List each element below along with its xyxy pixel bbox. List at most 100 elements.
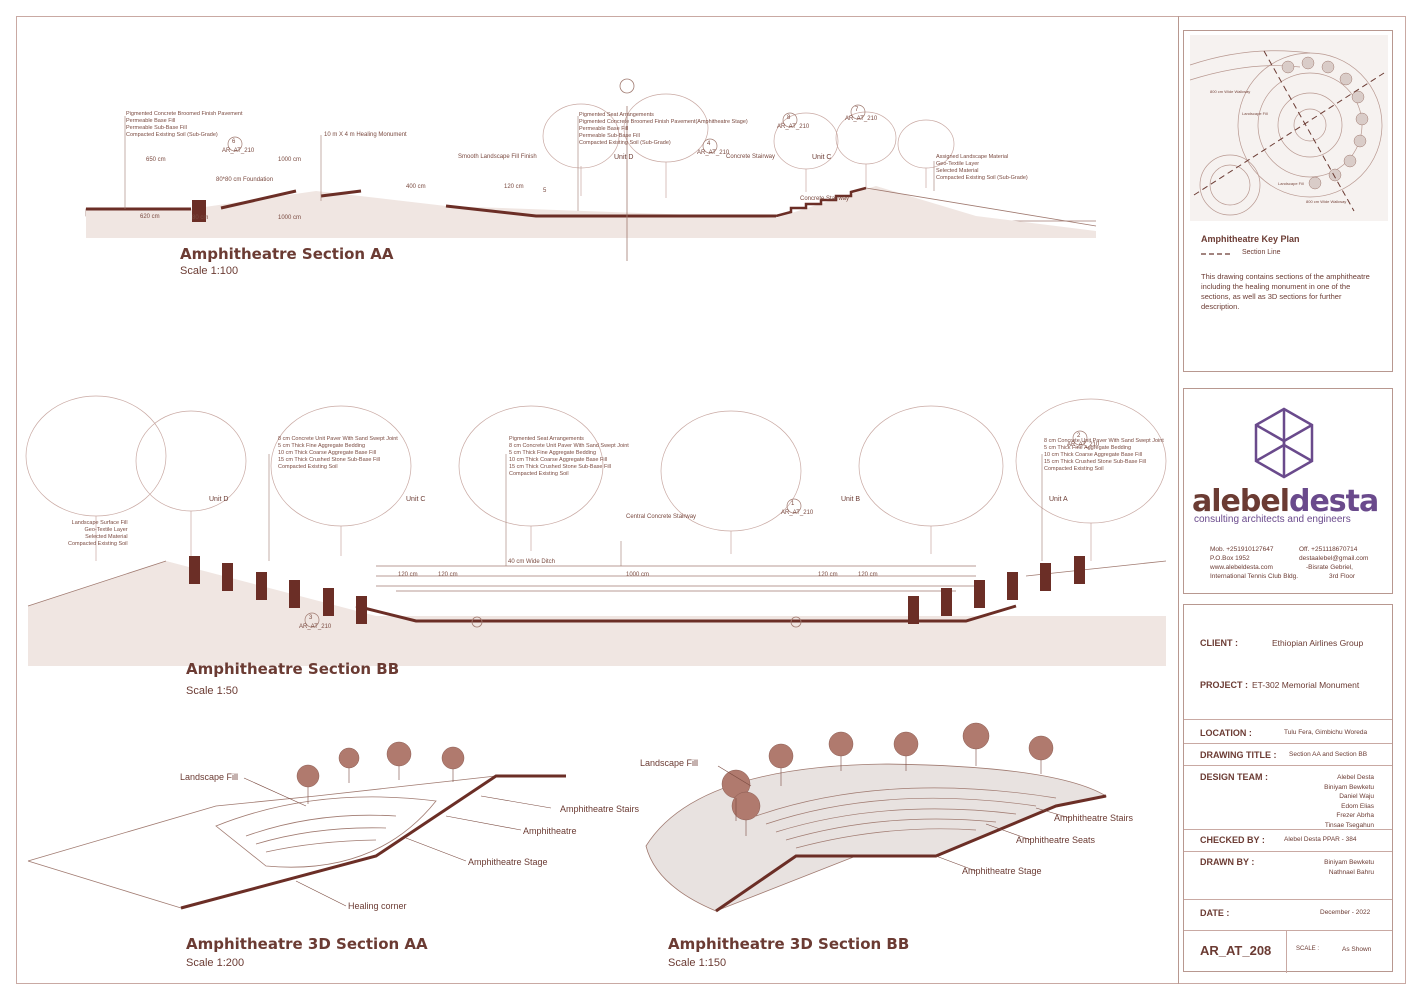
concrete-stairway-top-note: Concrete Stairway <box>726 154 776 160</box>
dim-650: 650 cm <box>146 157 166 163</box>
3d-bb-stairs: Amphitheatre Stairs <box>1054 813 1134 823</box>
dim-400: 400 cm <box>406 184 426 190</box>
drawing-area: Pigmented Concrete Broomed Finish Paveme… <box>16 16 1178 984</box>
section-aa-notes-right: Assigned Landscape Material Geo-Textile … <box>936 154 1028 181</box>
firm-pobox: P.O.Box 1952 <box>1210 555 1250 562</box>
drawn-by-member: Nathnael Bahru <box>1328 868 1374 876</box>
project-label: PROJECT : <box>1200 680 1249 690</box>
firm-name: alebeldesta <box>1192 484 1379 519</box>
dim-1000-bottom: 1000 cm <box>278 215 302 221</box>
drawing-title-value: Section AA and Section BB <box>1289 751 1368 758</box>
section-aa-notes-center: Pigmented Seat Arrangements Pigmented Co… <box>579 112 748 146</box>
project-value: ET-302 Memorial Monument <box>1252 680 1360 690</box>
sheet-frame <box>16 16 1406 984</box>
ref-1-code: AR_AT_210 <box>781 510 814 516</box>
drawn-by-list: Biniyam Bewketu Nathnael Bahru <box>1324 858 1374 877</box>
firm-logo-icon <box>1254 407 1314 479</box>
drawn-by-label: DRAWN BY : <box>1200 857 1255 867</box>
design-team-member: Tinsae Tsegahun <box>1324 821 1374 829</box>
section-bb-notes-landscape: Landscape Surface Fill Geo-Textile Layer… <box>68 520 128 547</box>
title-block-separator <box>1184 899 1392 900</box>
3d-aa-healing-corner: Healing corner <box>348 901 407 911</box>
drawing-title-label: DRAWING TITLE : <box>1200 750 1277 760</box>
title-block-separator <box>1184 851 1392 852</box>
firm-off: Off. +251118670714 <box>1299 546 1358 553</box>
design-team-member: Frezer Abrha <box>1336 812 1374 819</box>
client-label: CLIENT : <box>1200 638 1238 648</box>
section-aa-title: Amphitheatre Section AA <box>180 245 394 263</box>
title-block-separator <box>1184 829 1392 830</box>
ref-2: 2 <box>1077 433 1081 439</box>
section-3d-bb-title: Amphitheatre 3D Section BB <box>668 935 910 953</box>
key-plan-panel: 800 cm Wide Walkway Landscape Fill Lands… <box>1183 30 1393 372</box>
3d-aa-landscape-fill: Landscape Fill <box>180 772 239 782</box>
section-bb-seats <box>189 556 1085 624</box>
key-plan-title: Amphitheatre Key Plan <box>1201 234 1300 244</box>
ref-3: 3 <box>309 615 313 621</box>
design-team-member: Alebel Desta <box>1337 774 1374 781</box>
3d-aa-amphitheatre: Amphitheatre <box>523 826 577 836</box>
firm-tagline: consulting architects and engineers <box>1194 514 1351 525</box>
design-team-member: Edom Elias <box>1341 802 1374 810</box>
checked-by-value: Alebel Desta PPAR - 384 <box>1284 836 1357 843</box>
firm-panel: alebeldesta consulting architects and en… <box>1183 388 1393 594</box>
title-block-separator <box>1184 743 1392 744</box>
section-bb-scale: Scale 1:50 <box>186 685 238 697</box>
central-stairway-note: Central Concrete Stairway <box>626 514 697 520</box>
ref-3-code: AR_AT_210 <box>299 624 332 630</box>
scale-label: SCALE : <box>1296 946 1320 952</box>
key-plan-label-walkway-1: 800 cm Wide Walkway <box>1210 89 1250 94</box>
dim-120: 120 cm <box>504 184 524 190</box>
section-bb-unit-b: Unit B <box>841 496 861 503</box>
ref-6: 6 <box>232 139 236 145</box>
section-bb-trees <box>25 395 1167 561</box>
section-bb-notes-center: Pigmented Seat Arrangements 8 cm Concret… <box>509 436 629 477</box>
section-bb-title: Amphitheatre Section BB <box>186 660 400 678</box>
date-value: December - 2022 <box>1320 909 1371 916</box>
section-bb-notes-right: 8 cm Concrete Unit Paver With Sand Swept… <box>1044 438 1164 472</box>
section-3d-aa-trees <box>296 741 465 788</box>
section-3d-bb-trees <box>721 722 1054 821</box>
firm-floor: 3rd Floor <box>1329 573 1356 580</box>
3d-aa-stage: Amphitheatre Stage <box>468 857 548 867</box>
firm-addr1: -Bisrate Gebriel, <box>1306 564 1353 571</box>
ref-2-code: AR_AT_210 <box>1067 442 1100 448</box>
key-plan-label-walkway-2: 800 cm Wide Walkway <box>1306 199 1346 204</box>
section-aa-drawing <box>85 78 1097 261</box>
design-team-member: Biniyam Bewketu <box>1324 783 1374 791</box>
section-bb-unit-c: Unit C <box>406 496 426 503</box>
bb-dim-120a: 120 cm <box>398 572 418 578</box>
dim-80: 80 cm <box>192 215 209 221</box>
date-label: DATE : <box>1200 908 1230 918</box>
ref-7-code: AR_AT_210 <box>845 116 878 122</box>
healing-monument-note: 10 m X 4 m Healing Monument <box>324 132 407 138</box>
title-block-divider <box>1178 16 1179 984</box>
section-3d-aa-scale: Scale 1:200 <box>186 957 245 969</box>
key-plan-description: This drawing contains sections of the am… <box>1201 272 1370 311</box>
ditch-note: 40 cm Wide Ditch <box>508 559 556 565</box>
ref-5: 5 <box>543 188 547 194</box>
ref-7: 7 <box>855 107 859 113</box>
key-plan-label-fill-2: Landscape Fill <box>1278 181 1304 186</box>
design-team-label: DESIGN TEAM : <box>1200 772 1269 782</box>
key-plan-drawing: 800 cm Wide Walkway Landscape Fill Lands… <box>1189 35 1388 221</box>
sheet-number-divider <box>1286 931 1287 973</box>
landscape-fill-finish-note: Smooth Landscape Fill Finish <box>458 154 537 160</box>
design-team-list: Alebel Desta Biniyam Bewketu Daniel Waju… <box>1324 773 1374 830</box>
section-bb-unit-a: Unit A <box>1049 496 1068 503</box>
title-block-separator <box>1184 765 1392 766</box>
ref-8: 8 <box>787 115 791 121</box>
drawn-by-member: Biniyam Bewketu <box>1324 859 1374 866</box>
section-aa-notes-left: Pigmented Concrete Broomed Finish Paveme… <box>126 111 243 138</box>
section-aa-unit-c: Unit C <box>812 154 832 161</box>
location-label: LOCATION : <box>1200 728 1252 738</box>
firm-name-part1: alebel <box>1192 484 1290 519</box>
section-line-legend-icon <box>1201 253 1231 255</box>
sheet-number: AR_AT_208 <box>1200 943 1272 958</box>
section-aa-unit-d: Unit D <box>614 154 634 161</box>
key-plan-trees <box>1281 56 1369 190</box>
firm-web: www.alebeldesta.com <box>1210 564 1273 571</box>
concrete-stairway-bottom-note: Concrete Stairway <box>800 196 850 202</box>
3d-aa-stairs: Amphitheatre Stairs <box>560 804 640 814</box>
checked-by-label: CHECKED BY : <box>1200 835 1265 845</box>
